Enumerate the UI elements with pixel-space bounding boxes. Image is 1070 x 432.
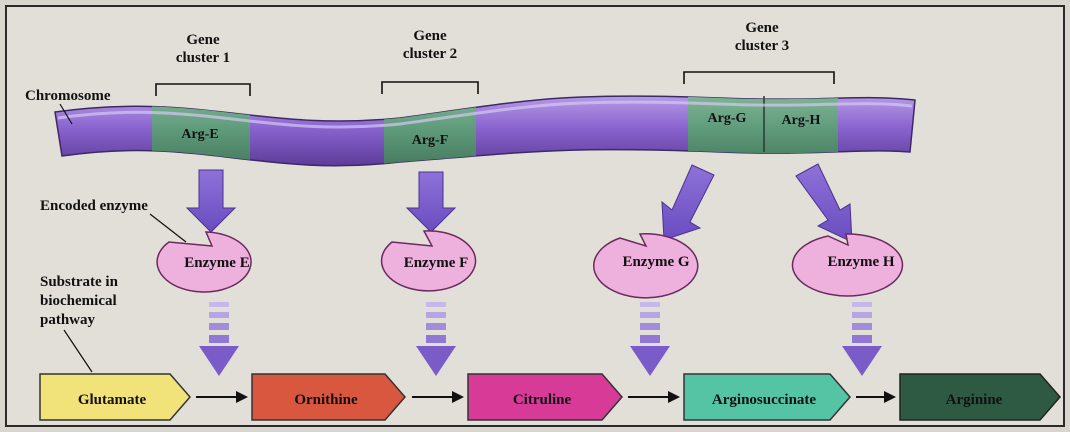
arginine-label: Arginine bbox=[946, 392, 1003, 408]
substrate-arginine: Arginine bbox=[900, 374, 1060, 420]
citruline-label: Citruline bbox=[513, 392, 572, 408]
arginosuccinate-label: Arginosuccinate bbox=[712, 392, 817, 408]
cluster-1-label-line2: cluster 1 bbox=[176, 50, 230, 66]
cluster-1-label-line1: Gene bbox=[186, 32, 220, 48]
cluster-3-label-line1: Gene bbox=[745, 20, 779, 36]
substrate-ornithine: Ornithine bbox=[252, 374, 405, 420]
gene-label-arg-e: Arg-E bbox=[181, 127, 218, 142]
enzyme-f-label: Enzyme F bbox=[404, 255, 469, 271]
substrate-label-line2: biochemical bbox=[40, 293, 117, 309]
gene-label-arg-g: Arg-G bbox=[708, 111, 747, 126]
encoded-enzyme-label: Encoded enzyme bbox=[40, 198, 148, 214]
gene-label-arg-f: Arg-F bbox=[412, 133, 449, 148]
enzyme-h-label: Enzyme H bbox=[827, 254, 894, 270]
chromosome-label: Chromosome bbox=[25, 88, 111, 104]
substrate-label-line1: Substrate in bbox=[40, 274, 119, 290]
enzyme-g: Enzyme G bbox=[594, 234, 698, 298]
enzyme-e-label: Enzyme E bbox=[184, 255, 249, 271]
substrate-label-line3: pathway bbox=[40, 312, 96, 328]
substrate-citruline: Citruline bbox=[468, 374, 622, 420]
cluster-2-label-line1: Gene bbox=[413, 28, 447, 44]
gene-label-arg-h: Arg-H bbox=[782, 113, 821, 128]
ornithine-label: Ornithine bbox=[294, 392, 358, 408]
cluster-3-label-line2: cluster 3 bbox=[735, 38, 789, 54]
cluster-2-label-line2: cluster 2 bbox=[403, 46, 457, 62]
enzyme-h: Enzyme H bbox=[792, 234, 902, 296]
substrate-arginosuccinate: Arginosuccinate bbox=[684, 374, 850, 420]
enzyme-g-label: Enzyme G bbox=[622, 254, 689, 270]
substrate-glutamate: Glutamate bbox=[40, 374, 190, 420]
glutamate-label: Glutamate bbox=[78, 392, 147, 408]
diagram-frame bbox=[6, 6, 1064, 426]
